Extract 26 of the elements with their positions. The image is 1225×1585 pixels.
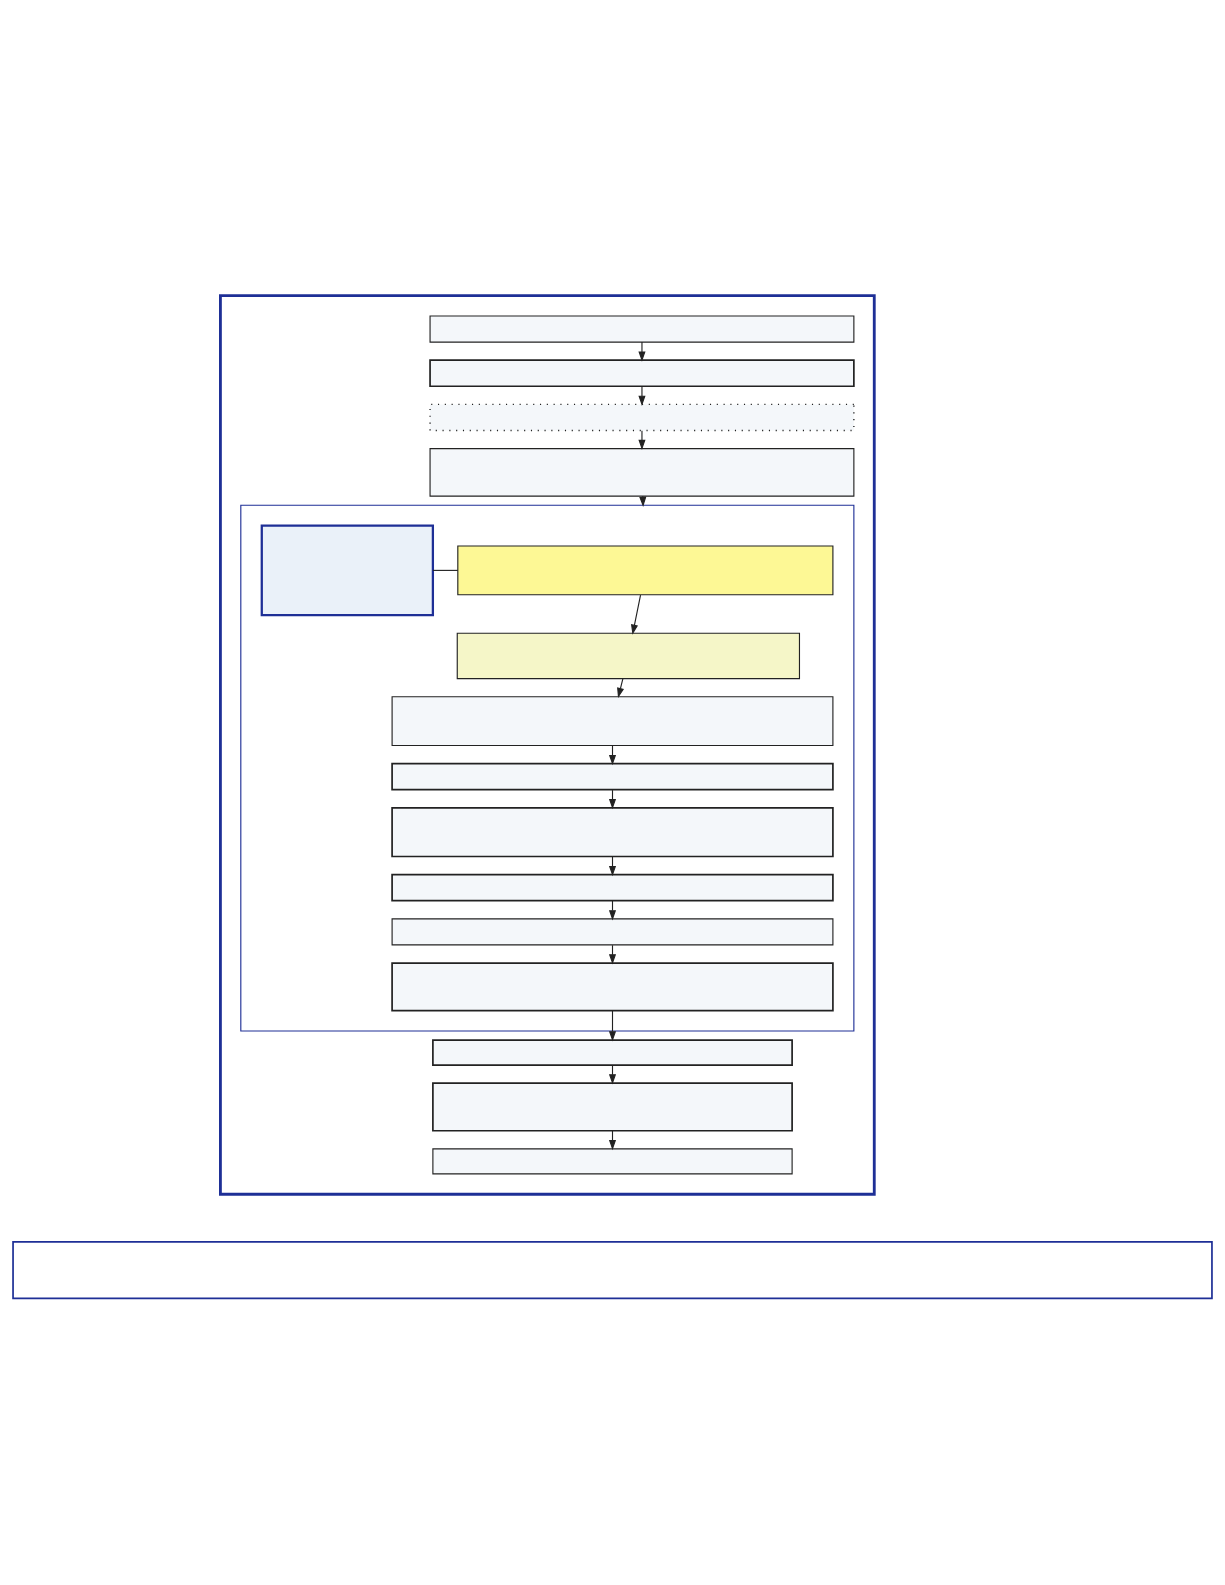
arrow	[638, 341, 646, 362]
node-box	[432, 1082, 793, 1132]
arrow	[639, 495, 647, 507]
node-box	[432, 1148, 793, 1175]
node-box	[12, 1240, 1213, 1300]
node-box	[391, 873, 834, 902]
node-box	[391, 962, 834, 1012]
node-box	[429, 403, 855, 432]
node-box	[457, 545, 834, 596]
node-box	[456, 632, 801, 680]
arrow	[638, 385, 646, 406]
node-box	[429, 359, 855, 388]
arrow	[608, 1010, 617, 1042]
arrow	[631, 594, 642, 635]
connector	[432, 569, 459, 571]
cluster	[219, 294, 876, 1196]
node-box	[391, 918, 834, 946]
node-box	[260, 524, 435, 617]
node-box	[391, 696, 834, 747]
arrow	[638, 430, 646, 451]
node-box	[391, 762, 834, 791]
arrow	[617, 678, 624, 698]
arrow	[608, 789, 617, 810]
node-box	[391, 806, 834, 858]
node-box	[429, 315, 855, 343]
node-box	[432, 1039, 793, 1066]
